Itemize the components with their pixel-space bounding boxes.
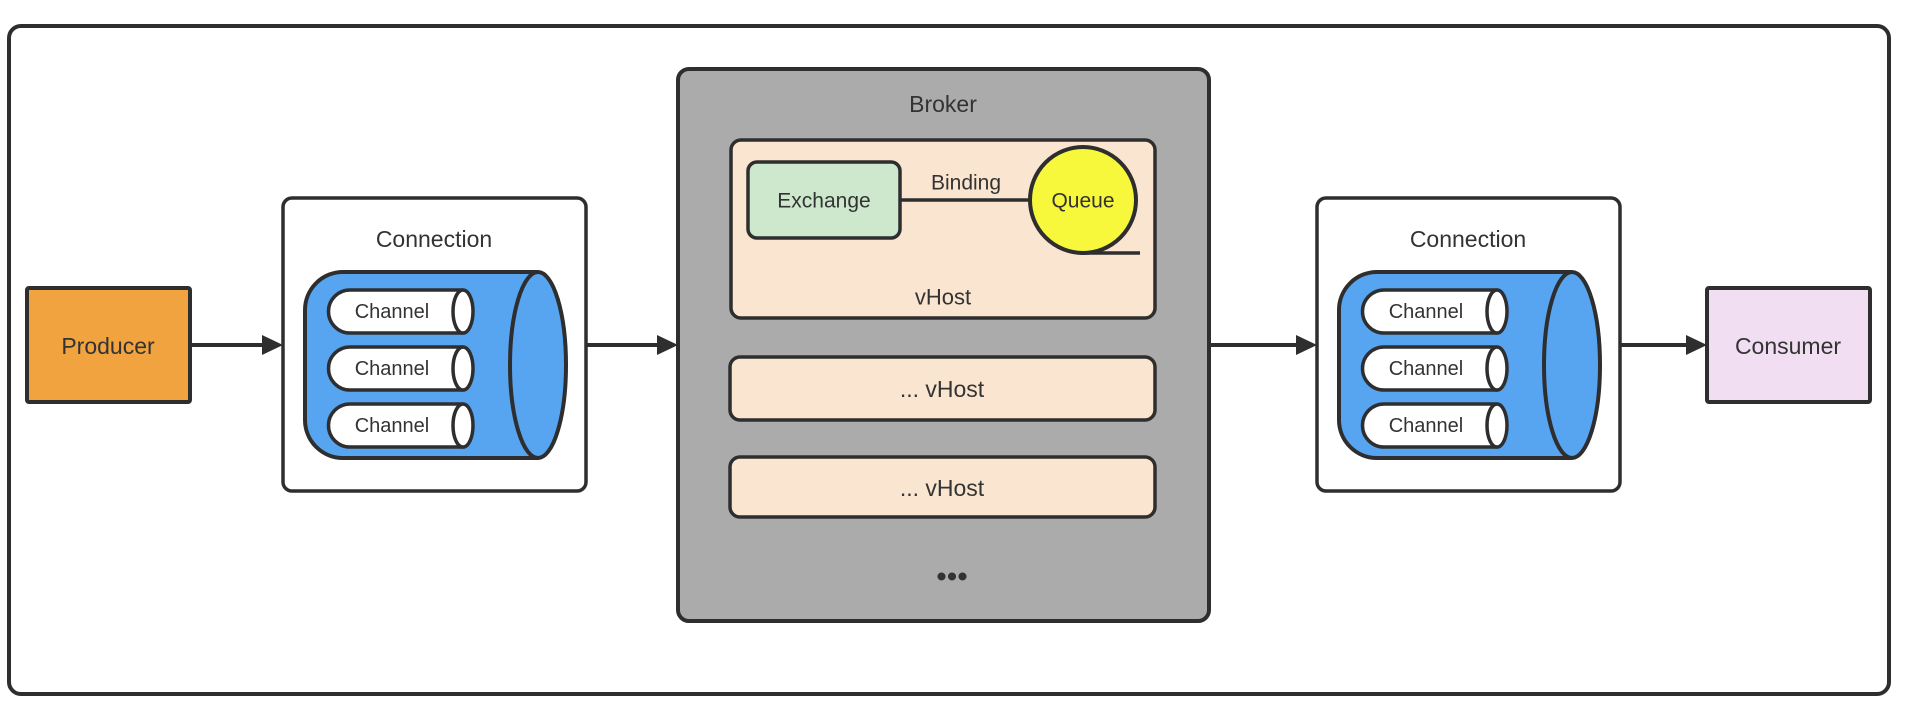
channel-pill-cap xyxy=(1485,402,1509,449)
connection-right-cylinder-cap xyxy=(1542,270,1602,460)
channel-pill-cap xyxy=(451,288,475,335)
broker-label: Broker xyxy=(909,91,977,117)
arrow-connection-to-broker xyxy=(586,335,678,355)
channel-pill xyxy=(1360,288,1497,335)
exchange-label: Exchange xyxy=(777,190,870,213)
exchange-node xyxy=(746,160,902,240)
channel-pill-cap xyxy=(451,345,475,392)
arrowhead-icon xyxy=(657,335,678,355)
producer-label: Producer xyxy=(61,333,155,359)
arrow-producer-to-connection xyxy=(191,335,283,355)
channel-pill xyxy=(326,345,463,392)
arrowhead-icon xyxy=(1686,335,1707,355)
binding-label: Binding xyxy=(931,172,1001,195)
vhost-row-label: ... vHost xyxy=(900,376,985,402)
channel-pill-cap xyxy=(451,402,475,449)
channel-pill-cap xyxy=(1485,345,1509,392)
connection-left-label: Connection xyxy=(376,226,492,252)
vhost-row xyxy=(728,455,1157,519)
channel-label: Channel xyxy=(1389,301,1464,323)
channel-pill-cap xyxy=(1485,288,1509,335)
connection-right-label: Connection xyxy=(1410,226,1526,252)
consumer-label: Consumer xyxy=(1735,333,1841,359)
consumer-node xyxy=(1705,286,1872,404)
arrow-connection-to-consumer xyxy=(1620,335,1707,355)
more-vhosts-ellipsis: ••• xyxy=(936,561,968,594)
connection-left-node: Connection Channel Channel Channel xyxy=(281,196,588,493)
queue-label: Queue xyxy=(1051,190,1114,213)
channel-label: Channel xyxy=(355,358,430,380)
vhost-main-label: vHost xyxy=(915,285,971,310)
broker-node: Broker vHost Binding Exchange Queue ... … xyxy=(676,67,1211,623)
channel-label: Channel xyxy=(355,415,430,437)
arrowhead-icon xyxy=(262,335,283,355)
producer-node xyxy=(25,286,192,404)
channel-pill xyxy=(326,402,463,449)
channel-label: Channel xyxy=(1389,415,1464,437)
connection-right-node: Connection Channel Channel Channel xyxy=(1315,196,1622,493)
arrow-broker-to-connection xyxy=(1209,335,1317,355)
channel-pill xyxy=(1360,345,1497,392)
arrowhead-icon xyxy=(1296,335,1317,355)
vhost-row-label: ... vHost xyxy=(900,475,985,501)
queue-node xyxy=(1028,145,1138,255)
channel-label: Channel xyxy=(355,301,430,323)
channel-pill xyxy=(326,288,463,335)
vhost-row xyxy=(728,355,1157,422)
channel-pill xyxy=(1360,402,1497,449)
connection-left-cylinder-cap xyxy=(508,270,568,460)
channel-label: Channel xyxy=(1389,358,1464,380)
